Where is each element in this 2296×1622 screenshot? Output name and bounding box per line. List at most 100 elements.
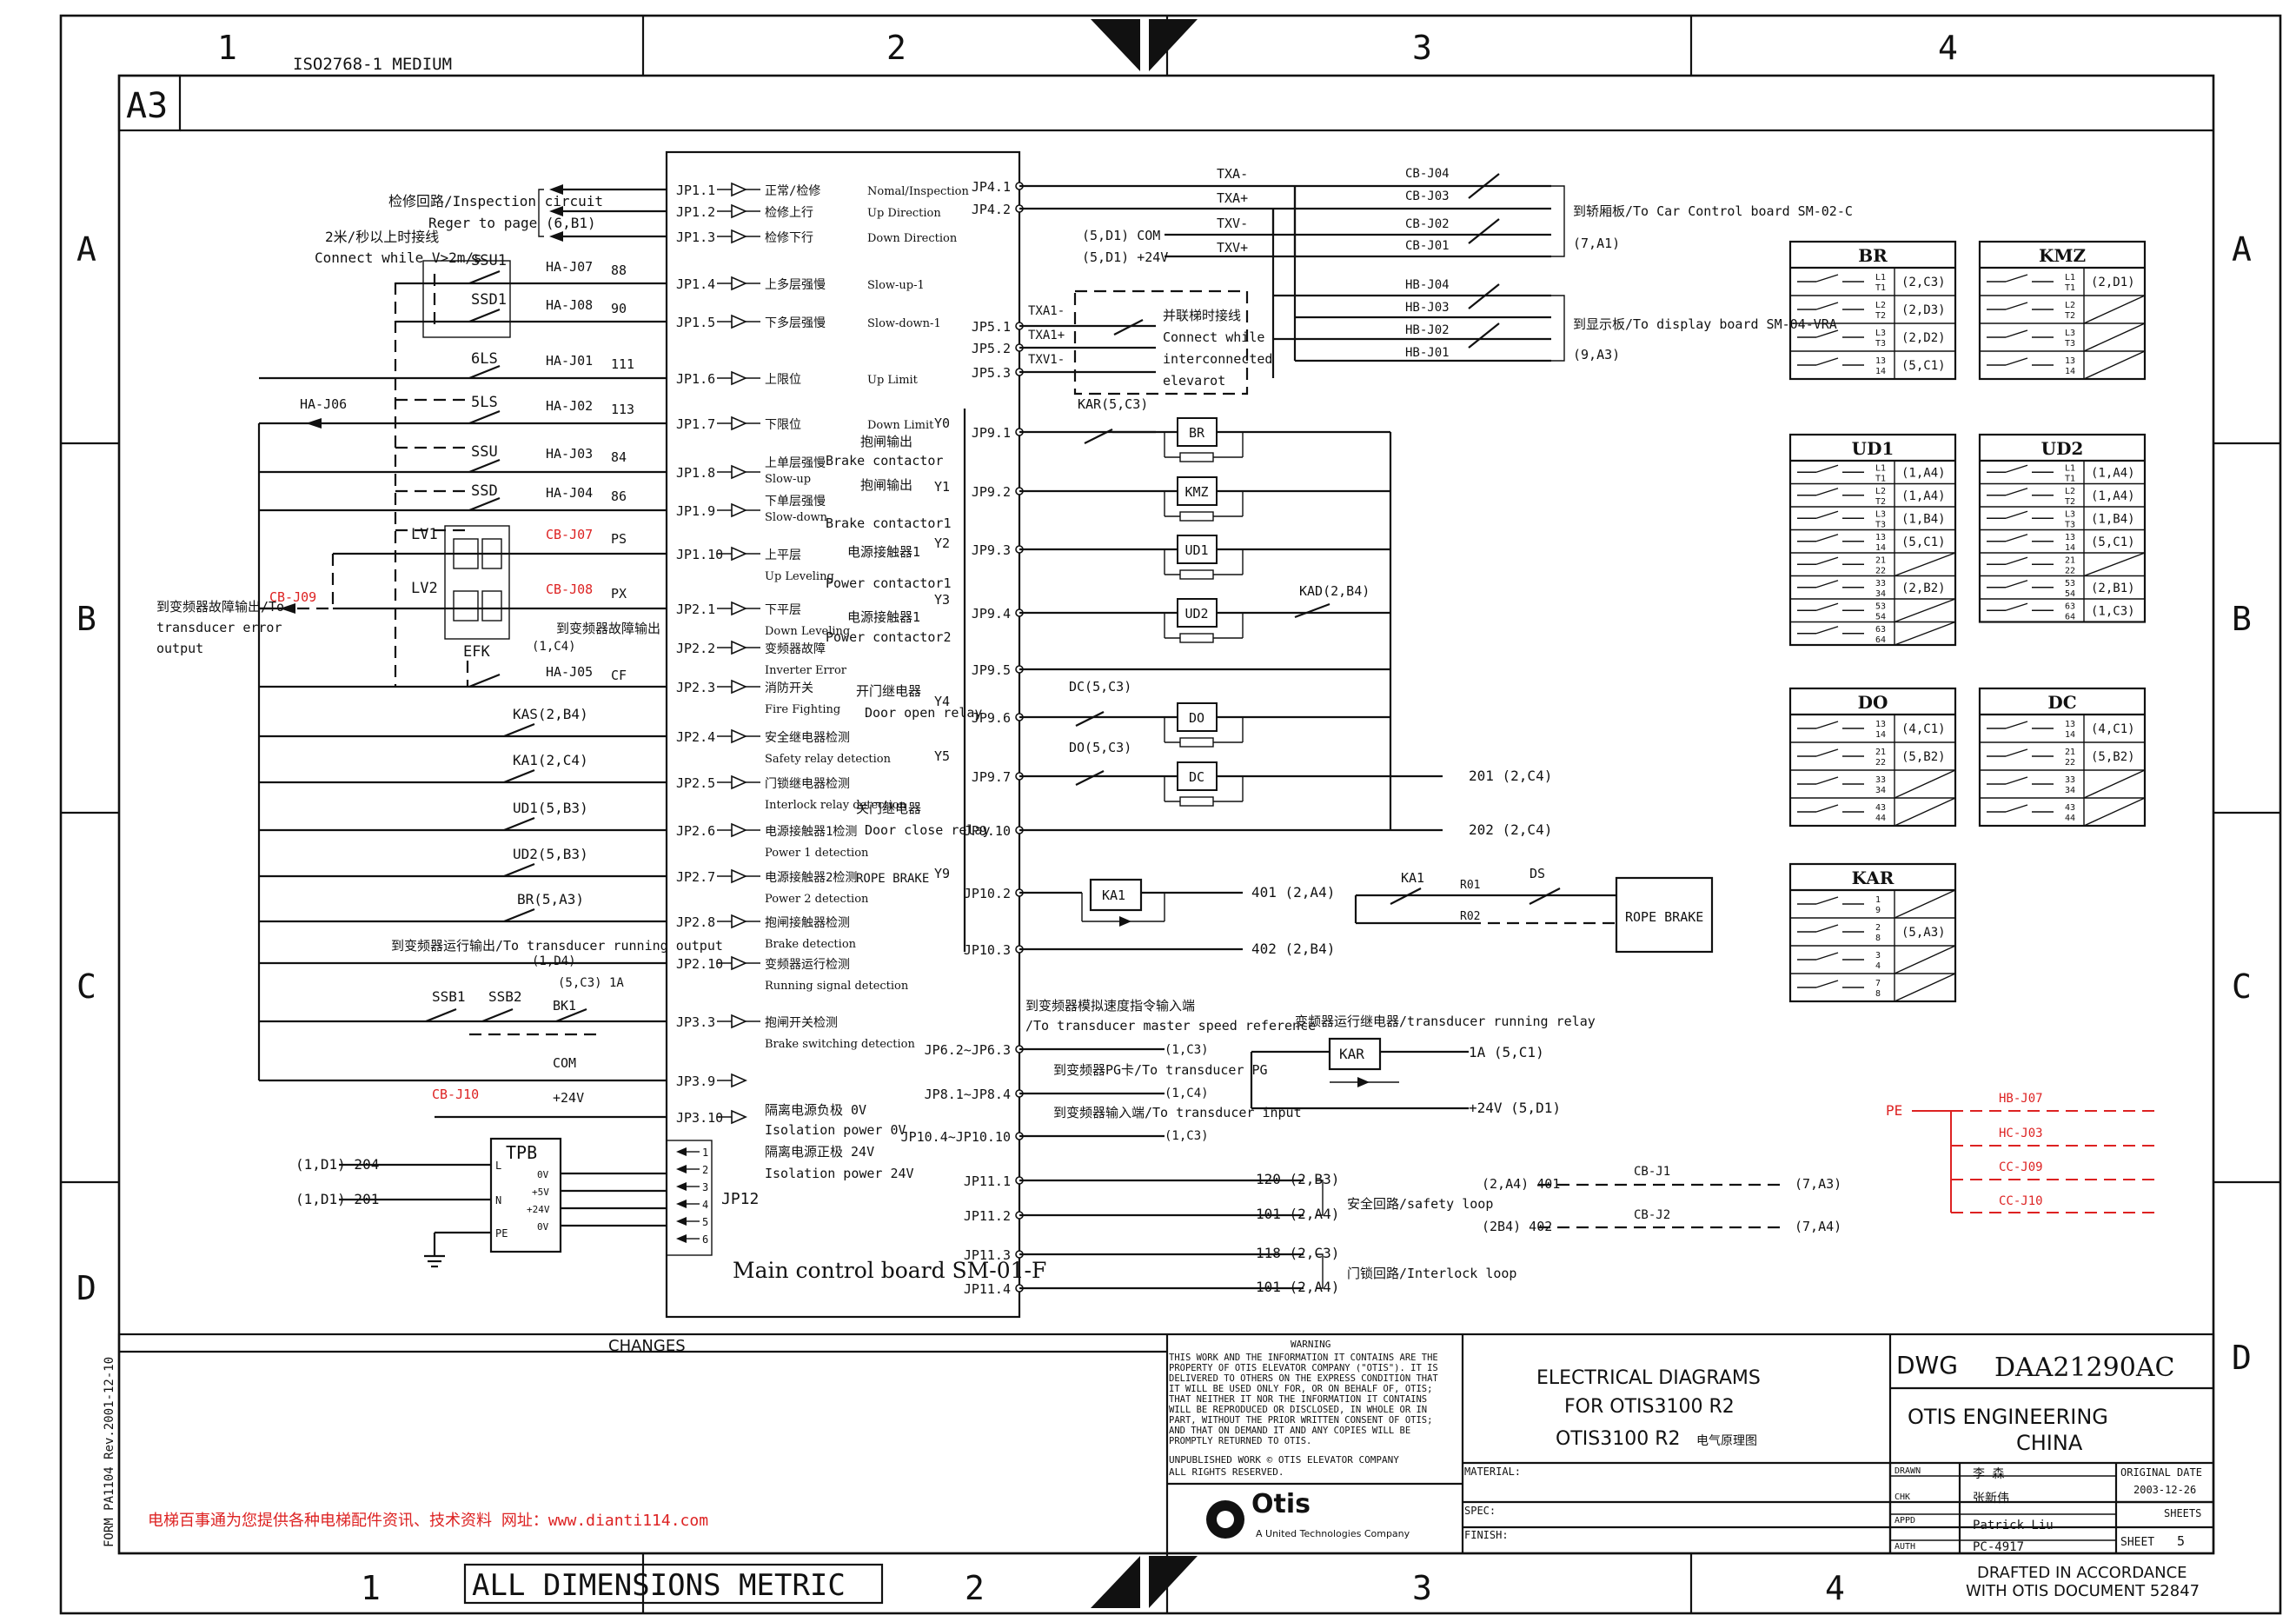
kar-coil: KAR <box>1339 1046 1364 1062</box>
jp12-pin-4: 4 <box>702 1199 708 1211</box>
contact-symbol <box>2005 776 2028 785</box>
input-cn: 消防开关 <box>765 681 813 695</box>
switch-bk1: BK1 <box>553 998 576 1014</box>
appd-value: Patrick Liu <box>1973 1519 2054 1532</box>
jp12-arrow-icon <box>676 1147 687 1156</box>
contact-b: T2 <box>2065 311 2075 321</box>
warning-line: THIS WORK AND THE INFORMATION IT CONTAIN… <box>1169 1353 1438 1363</box>
v24-5d1: (5,D1) +24V <box>1082 249 1168 265</box>
contact-a: L3 <box>1875 509 1886 519</box>
r01-label: R01 <box>1460 879 1480 892</box>
drawn-label: DRAWN <box>1895 1466 1921 1476</box>
display-board-ref: (9,A3) <box>1573 347 1620 362</box>
contact-b: T3 <box>2065 520 2075 529</box>
contact-symbol <box>2005 556 2028 565</box>
contact-symbol <box>2005 302 2028 310</box>
company-line-2: CHINA <box>2016 1431 2083 1455</box>
unused-slash <box>2083 350 2146 380</box>
pin-jp2-1: JP2.1 <box>676 602 715 617</box>
switch-ssd1: SSD1 <box>471 291 507 309</box>
contact-a: 13 <box>2065 720 2075 729</box>
pin-jp11-3: JP11.3 <box>964 1247 1011 1263</box>
input-cn: 上多层强慢 <box>765 277 826 292</box>
y9: Y9 <box>934 866 950 881</box>
input-en: Slow-down-1 <box>867 317 941 330</box>
contact-ref: (1,A4) <box>1901 489 1946 503</box>
orig-date-label: ORIGINAL DATE <box>2120 1466 2202 1479</box>
num-88: 88 <box>611 263 627 278</box>
pin-jp5-2: JP5.2 <box>972 341 1011 356</box>
car-board-note: 到轿厢板/To Car Control board SM-02-C <box>1573 203 1853 219</box>
title-line-3: OTIS3100 R2 <box>1556 1428 1680 1450</box>
contact-a: 21 <box>2065 748 2075 757</box>
appd-label: APPD <box>1895 1516 1915 1526</box>
contact-symbol <box>1815 896 1839 905</box>
v24-label: +24V <box>553 1090 584 1106</box>
warning-line: PART, WITHOUT THE PRIOR WRITTEN CONSENT … <box>1169 1415 1432 1426</box>
contact-a: 21 <box>2065 555 2075 565</box>
y1: Y1 <box>934 479 950 495</box>
txa-minus: TXA- <box>1217 166 1248 182</box>
car-board-ref: (7,A1) <box>1573 236 1620 251</box>
pin-jp2-2: JP2.2 <box>676 641 715 656</box>
title-line-2: FOR OTIS3100 R2 <box>1564 1396 1735 1418</box>
contact-b: 54 <box>2065 589 2075 599</box>
pe-cc-j09: CC-J09 <box>1999 1160 2043 1174</box>
contact-b: 22 <box>2065 758 2075 768</box>
ref-7a3: (7,A3) <box>1795 1176 1841 1192</box>
contact-ref: (5,C1) <box>1901 535 1946 549</box>
jp12-pin-6: 6 <box>702 1233 708 1246</box>
pin-jp1-2: JP1.2 <box>676 204 715 220</box>
wire-118: 118 (2,C3) <box>1256 1245 1339 1261</box>
contact-a: 53 <box>1875 602 1886 611</box>
table-frame <box>1978 240 2147 381</box>
grid-labels: 1 2 3 4 1 2 3 4 A B C D A B C D A3 ISO27… <box>76 29 2252 1607</box>
hb-j03: HB-J03 <box>1405 301 1450 315</box>
switch-6ls: 6LS <box>471 350 498 368</box>
input-arrow-icon <box>731 1073 747 1088</box>
contact-b: T2 <box>2065 497 2075 507</box>
unused-slash <box>1894 797 1956 827</box>
contact-b: 54 <box>1875 612 1886 622</box>
contact-ref: (5,B2) <box>1901 750 1946 764</box>
cb-j03: CB-J03 <box>1405 189 1450 203</box>
contact-symbol <box>1815 464 1839 473</box>
cb-j10: CB-J10 <box>432 1087 479 1102</box>
input-cn: 抱闸开关检测 <box>765 1016 838 1030</box>
coil-dc <box>1177 761 1218 791</box>
contact-tables: BRL1T1(2,C3)L2T2(2,D3)L3T3(2,D2)1314(5,C… <box>1788 240 2147 1003</box>
jp12-pin-1: 1 <box>702 1147 708 1159</box>
pin-jp9-2: JP9.2 <box>972 484 1011 500</box>
inspection-note-en: Reger to page (6,B1) <box>428 215 596 231</box>
tpb-pin-pe: PE <box>495 1227 508 1240</box>
pin-jp1-7: JP1.7 <box>676 416 715 432</box>
contact-ref: (5,C1) <box>1901 359 1946 373</box>
door-close-en: Door close relay <box>865 822 991 838</box>
pin-jp8-1-jp8-4: JP8.1~JP8.4 <box>925 1087 1011 1102</box>
power2-cn: 电源接触器1 <box>847 609 920 625</box>
wire-ha-j03: HA-J03 <box>546 446 593 462</box>
contact-ref: (2,D1) <box>2091 276 2135 289</box>
contact-b: 22 <box>1875 566 1886 575</box>
cb-j08: CB-J08 <box>546 582 593 597</box>
row-label-d-right: D <box>2232 1339 2252 1377</box>
num-113: 113 <box>611 402 634 417</box>
contact-a: 13 <box>1875 720 1886 729</box>
pg-card-note: 到变频器PG卡/To transducer PG <box>1053 1062 1268 1078</box>
power2-en: Power contactor2 <box>826 629 952 645</box>
contact-b: 34 <box>1875 589 1886 599</box>
power1-en: Power contactor1 <box>826 575 952 591</box>
contact-a: 13 <box>1875 533 1886 542</box>
switch-kad: KA1(2,C4) <box>513 752 588 768</box>
contact-symbol <box>2005 602 2028 611</box>
contact-b: 9 <box>1875 906 1881 915</box>
pin-jp9-4: JP9.4 <box>972 606 1011 622</box>
switch-kas: KAS(2,B4) <box>513 706 588 722</box>
website-note: 电梯百事通为您提供各种电梯配件资讯、技术资料 网址：www.dianti114.… <box>148 1512 708 1530</box>
warning-title: WARNING <box>1291 1339 1330 1350</box>
warning-line: AND THAT ON DEMAND IT AND ANY COPIES WIL… <box>1169 1426 1410 1436</box>
material-label: MATERIAL: <box>1464 1466 1521 1478</box>
ref-1c4-right: (1,C4) <box>1165 1087 1209 1100</box>
